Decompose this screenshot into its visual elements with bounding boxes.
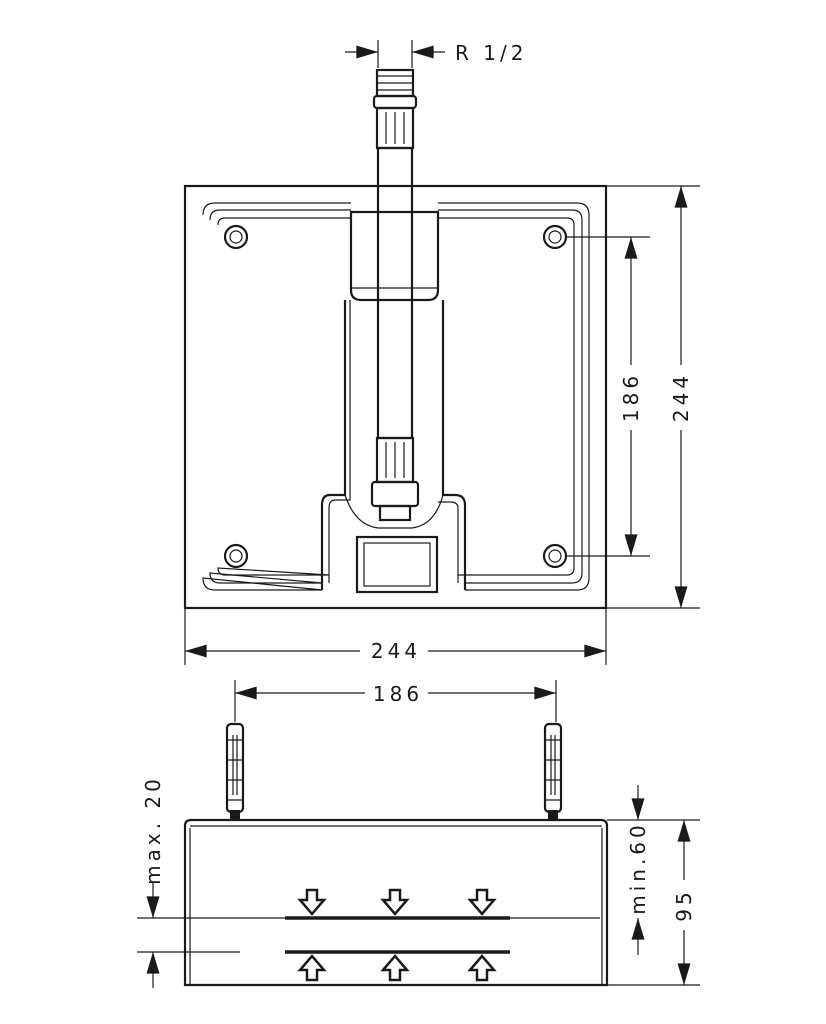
dimension-holes-186: 186 bbox=[566, 236, 650, 557]
housing-body bbox=[183, 818, 609, 987]
press-arrows bbox=[297, 888, 497, 982]
dimension-height-244: 244 bbox=[606, 185, 700, 609]
body-height-label: 95 bbox=[672, 888, 696, 921]
width-label: 244 bbox=[371, 639, 421, 663]
dimension-width-244: 244 bbox=[184, 608, 607, 665]
dimension-thread: R 1/2 bbox=[345, 40, 527, 68]
recess bbox=[320, 300, 467, 590]
min-clearance-label: min.60 bbox=[626, 821, 650, 915]
outer-frame bbox=[183, 184, 608, 610]
bracket bbox=[349, 210, 440, 302]
supply-pipe bbox=[370, 68, 420, 522]
side-view: 186 m bbox=[137, 680, 700, 988]
thread-label: R 1/2 bbox=[455, 41, 527, 65]
height-label: 244 bbox=[669, 372, 693, 422]
max-depth-label: max. 20 bbox=[141, 775, 165, 885]
wall-anchors bbox=[225, 722, 563, 820]
top-view bbox=[183, 68, 608, 610]
outlet-box bbox=[355, 535, 439, 594]
mounting-holes bbox=[223, 224, 568, 569]
side-spacing-label: 186 bbox=[373, 682, 423, 706]
hole-spacing-label: 186 bbox=[619, 372, 643, 422]
inner-border bbox=[202, 202, 590, 591]
